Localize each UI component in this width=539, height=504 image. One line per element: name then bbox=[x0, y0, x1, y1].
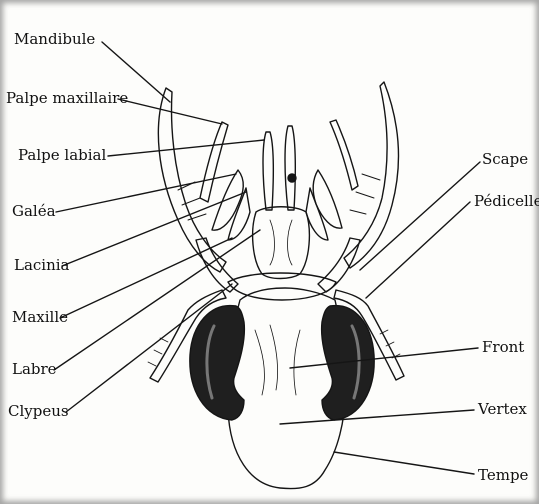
leader-vertex bbox=[280, 410, 474, 424]
label-pedicelle: Pédicelle bbox=[474, 192, 539, 210]
leader-palpe-maxillaire bbox=[118, 99, 222, 124]
leader-tempe bbox=[334, 452, 474, 474]
mandibule-right bbox=[344, 82, 398, 268]
palpe-labial-left bbox=[263, 132, 273, 210]
palpe-maxillaire-right bbox=[330, 120, 358, 190]
label-maxille: Maxille bbox=[12, 308, 68, 326]
label-scape: Scape bbox=[482, 150, 528, 168]
label-palpe-labial: Palpe labial bbox=[18, 146, 106, 164]
label-tempe: Tempe bbox=[478, 466, 528, 484]
leader-front bbox=[290, 348, 478, 368]
palpe-maxillaire-left bbox=[200, 122, 228, 202]
palpe-labial-right bbox=[285, 126, 295, 210]
label-clypeus: Clypeus bbox=[8, 402, 69, 420]
leader-scape bbox=[360, 162, 480, 270]
label-lacinia: Lacinia bbox=[14, 256, 70, 274]
galea-right bbox=[313, 170, 342, 228]
lacinia-left bbox=[228, 188, 250, 240]
left-compound-eye bbox=[190, 306, 245, 420]
labre bbox=[253, 207, 310, 279]
label-vertex: Vertex bbox=[478, 400, 527, 418]
front-texture bbox=[255, 325, 300, 395]
label-front: Front bbox=[482, 338, 524, 356]
label-palpe-maxillaire: Palpe maxillaire bbox=[6, 89, 128, 107]
label-mandibule: Mandibule bbox=[14, 30, 95, 48]
label-galea: Galéa bbox=[12, 202, 56, 220]
leader-palpe-labial bbox=[108, 140, 264, 156]
mandibule-left bbox=[158, 88, 226, 272]
label-labre: Labre bbox=[12, 360, 57, 378]
